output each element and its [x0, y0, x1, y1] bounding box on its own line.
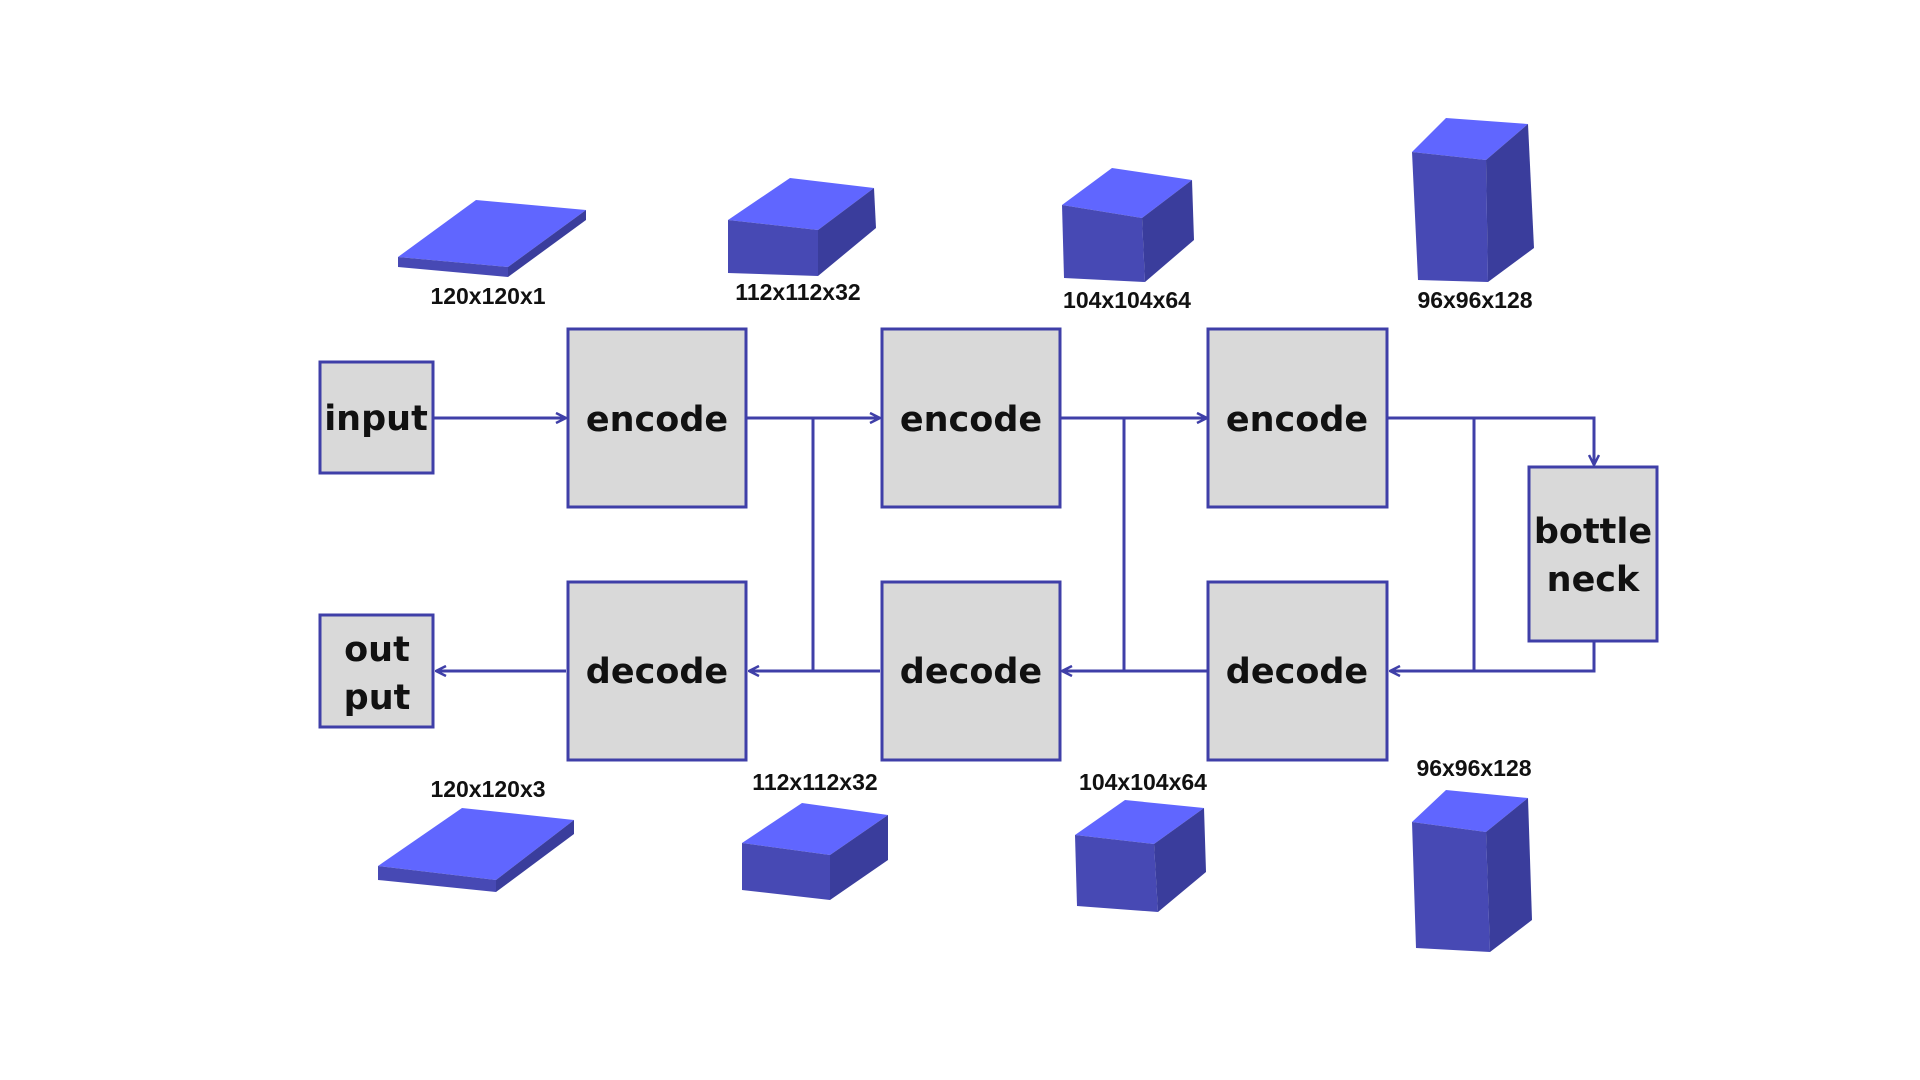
tensor-top-3 [1062, 168, 1194, 282]
block-encode-1: encode [566, 327, 748, 509]
tensor-bottom-label-1: 120x120x3 [430, 776, 545, 802]
tensor-top-2 [728, 178, 876, 276]
block-bottleneck-label-line2: neck [1547, 560, 1640, 600]
connectors [433, 418, 1594, 671]
block-decode-3: decode [1206, 580, 1389, 762]
tensor-bottom-label-4: 96x96x128 [1416, 755, 1531, 781]
tensor-bottom-1 [378, 808, 574, 892]
tensor-bottom-3 [1075, 800, 1206, 912]
arrow-bottleneck-to-decode3 [1390, 641, 1596, 671]
block-bottleneck: bottle neck [1527, 465, 1659, 643]
block-output-label-line1: out [344, 630, 410, 670]
block-bottleneck-label-line1: bottle [1534, 512, 1652, 552]
tensor-top-label-1: 120x120x1 [430, 283, 545, 309]
tensor-bottom-2 [742, 803, 888, 900]
block-encode-3: encode [1206, 327, 1389, 509]
block-decode-1: decode [566, 580, 748, 762]
block-output-label-line2: put [344, 678, 411, 718]
tensor-top-label-2: 112x112x32 [735, 279, 860, 305]
tensor-bottom-4 [1412, 790, 1532, 952]
block-decode-1-label: decode [586, 652, 728, 692]
tensor-top-label-3: 104x104x64 [1063, 287, 1191, 313]
tensor-top-1 [398, 200, 586, 277]
arrow-encode3-to-bottleneck [1387, 416, 1594, 465]
block-output: out put [318, 613, 435, 729]
block-input-label: input [324, 399, 428, 439]
tensor-bottom-label-2: 112x112x32 [752, 769, 877, 795]
tensor-top-label-4: 96x96x128 [1417, 287, 1532, 313]
block-encode-2-label: encode [900, 400, 1042, 440]
block-encode-2: encode [880, 327, 1062, 509]
tensor-top-4 [1412, 118, 1534, 282]
tensor-bottom-label-3: 104x104x64 [1079, 769, 1207, 795]
block-input: input [318, 360, 435, 475]
block-decode-2-label: decode [900, 652, 1042, 692]
block-decode-3-label: decode [1226, 652, 1368, 692]
block-decode-2: decode [880, 580, 1062, 762]
block-encode-1-label: encode [586, 400, 728, 440]
block-encode-3-label: encode [1226, 400, 1368, 440]
